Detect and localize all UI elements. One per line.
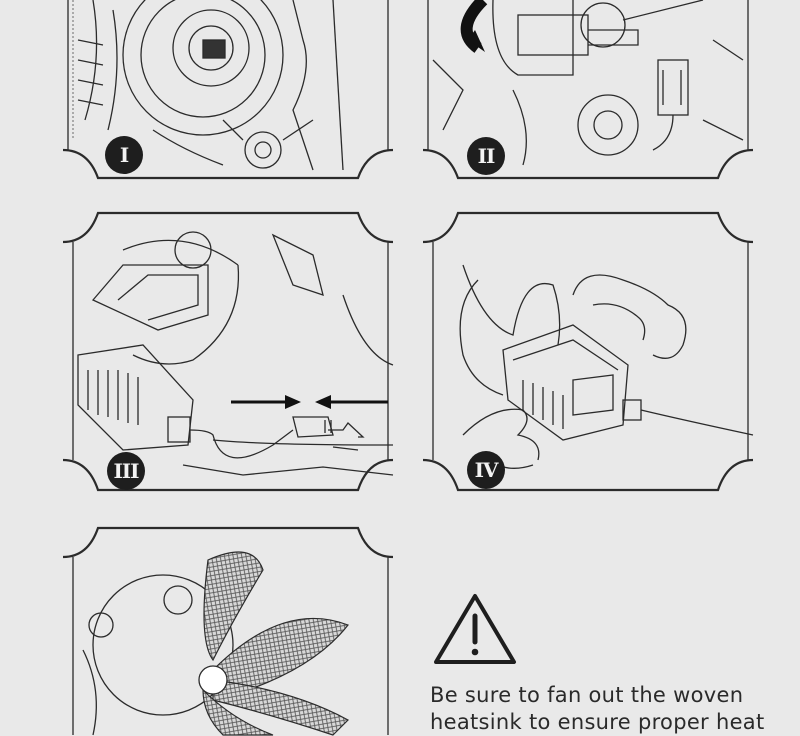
- step-3-illustration: [62, 211, 394, 492]
- step-5-panel: [62, 520, 394, 736]
- step-3-panel: III: [62, 205, 394, 500]
- warning-text: Be sure to fan out the woven heatsink to…: [430, 682, 790, 736]
- step-2-panel: II: [422, 0, 754, 190]
- step-1-badge: I: [105, 136, 143, 174]
- step-4-panel: IV: [422, 205, 754, 500]
- step-2-badge: II: [467, 137, 505, 175]
- warning-triangle-icon: [434, 594, 516, 664]
- step-1-illustration: [62, 0, 394, 180]
- warning-line-1: Be sure to fan out the woven: [430, 683, 744, 707]
- step-5-illustration: [62, 526, 394, 736]
- step-1-panel: I: [62, 0, 394, 190]
- warning-line-2: heatsink to ensure proper heat: [430, 710, 765, 734]
- step-4-badge: IV: [467, 451, 505, 489]
- step-4-illustration: [422, 211, 754, 492]
- step-2-illustration: [422, 0, 754, 180]
- step-3-badge: III: [107, 452, 145, 490]
